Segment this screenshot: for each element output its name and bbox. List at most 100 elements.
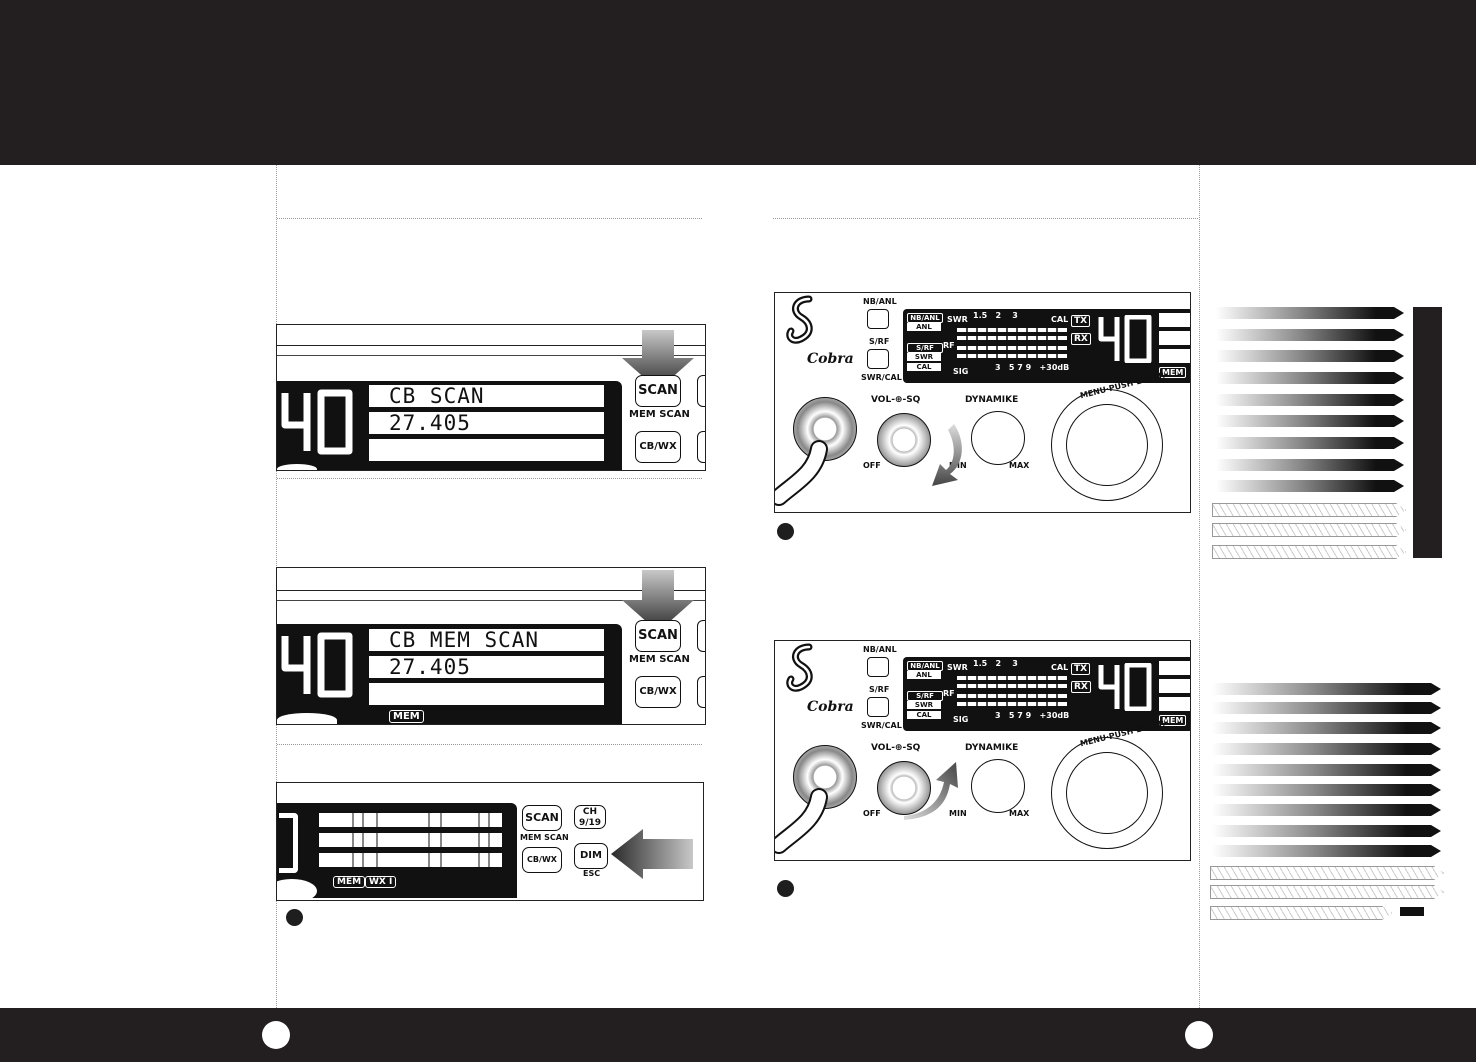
rule-1 xyxy=(277,218,702,219)
header-band xyxy=(0,0,1476,165)
gradient-index-bar xyxy=(1216,394,1404,406)
press-arrow-left-icon xyxy=(611,829,693,879)
lcd-line-2: 27.405 xyxy=(389,411,471,435)
max-label: MAX xyxy=(1009,461,1030,470)
mem-badge: MEM xyxy=(389,710,424,723)
gradient-index-bar xyxy=(1212,722,1441,734)
swrcal-label: SWR/CAL xyxy=(861,373,902,382)
channel-digits xyxy=(281,389,353,455)
column-divider-right xyxy=(1199,165,1200,1008)
srf-button[interactable] xyxy=(867,697,889,717)
step-bullet xyxy=(286,909,303,926)
mem-scan-figure: CB MEM SCAN 27.405 MEM SCAN MEM SCAN CB/… xyxy=(276,567,706,725)
min-label: MIN xyxy=(949,809,967,818)
gradient-index-bar xyxy=(1216,415,1404,427)
gradient-index-bar xyxy=(1216,350,1404,362)
volume-knob[interactable] xyxy=(877,413,931,467)
lcd-line-2: 27.405 xyxy=(389,655,471,679)
gradient-index-bar xyxy=(1216,459,1404,471)
cobra-logo-icon xyxy=(786,295,813,344)
scan-button[interactable]: SCAN xyxy=(635,620,681,652)
channel-selector-knob[interactable] xyxy=(1051,389,1163,501)
gradient-index-bar xyxy=(1216,437,1404,449)
footer-band xyxy=(0,1008,1476,1062)
page-number-left-dot xyxy=(262,1021,290,1049)
gradient-index-bar xyxy=(1212,784,1441,796)
nbanl-label: NB/ANL xyxy=(863,645,897,654)
brand-label: Cobra xyxy=(807,351,854,367)
volsq-label: VOL-⊕-SQ xyxy=(871,743,921,753)
rotate-arrow-down-icon xyxy=(932,424,962,486)
meter-display: NB/ANL ANL S/RF SWR CAL SWR 1.5 2 3 CAL … xyxy=(903,657,1190,731)
gradient-index-bar xyxy=(1216,372,1404,384)
radio-figure-2: Cobra NB/ANL S/RF SWR/CAL NB/ANL ANL S/R… xyxy=(774,640,1191,861)
section-tab xyxy=(1413,307,1442,558)
esc-label: ESC xyxy=(583,869,601,878)
channel-digits xyxy=(1098,315,1152,363)
off-label: OFF xyxy=(863,461,881,470)
cbwx-button[interactable]: CB/WX xyxy=(635,431,681,463)
gradient-index-bar xyxy=(1212,825,1441,837)
max-label: MAX xyxy=(1009,809,1030,818)
rule-3 xyxy=(277,744,702,745)
press-arrow-icon xyxy=(622,570,694,632)
nbanl-button[interactable] xyxy=(867,657,889,677)
min-label: MIN xyxy=(949,461,967,470)
gradient-index-bar xyxy=(1216,480,1404,492)
scan-button[interactable]: SCAN xyxy=(522,805,562,831)
rule-2 xyxy=(277,478,702,479)
dotted-index-bar xyxy=(1212,523,1406,537)
channel-digits xyxy=(281,632,353,698)
nbanl-button[interactable] xyxy=(867,309,889,329)
mem-scan-label: MEM SCAN xyxy=(520,833,569,842)
dotted-index-bar xyxy=(1210,866,1444,880)
gradient-index-bar xyxy=(1212,702,1441,714)
radio-figure-1: Cobra NB/ANL S/RF SWR/CAL NB/ANL ANL S/R… xyxy=(774,292,1191,513)
wx-badge: WX I xyxy=(365,876,397,888)
dim-button[interactable]: DIM xyxy=(574,843,608,869)
off-label: OFF xyxy=(863,809,881,818)
srf-label: S/RF xyxy=(869,685,890,694)
cbwx-button[interactable]: CB/WX xyxy=(635,676,681,708)
dim-figure: MEM WX I SCAN MEM SCAN CB/WX CH 9/19 DIM… xyxy=(276,782,704,901)
cobra-logo-icon xyxy=(786,643,813,692)
mem-badge: MEM xyxy=(333,876,366,888)
channel-digits xyxy=(1098,663,1152,711)
cbwx-button[interactable]: CB/WX xyxy=(522,847,562,873)
gradient-index-bar xyxy=(1212,845,1441,857)
volsq-label: VOL-⊕-SQ xyxy=(871,395,921,405)
rule-4 xyxy=(773,218,1198,219)
mem-scan-label: MEM SCAN xyxy=(629,409,690,420)
lcd-line-1: CB SCAN xyxy=(389,384,485,408)
srf-label: S/RF xyxy=(869,337,890,346)
dotted-index-bar xyxy=(1210,885,1444,899)
dotted-index-bar xyxy=(1212,545,1406,559)
channel-selector-knob[interactable] xyxy=(1051,737,1163,849)
dotted-index-bar xyxy=(1210,906,1392,920)
gradient-index-bar xyxy=(1212,743,1441,755)
scan-figure: CB SCAN 27.405 SCAN MEM SCAN CB/WX xyxy=(276,324,706,471)
rotate-arrow-up-icon xyxy=(904,762,958,820)
gradient-index-bar xyxy=(1212,683,1441,695)
volume-knob[interactable] xyxy=(877,761,931,815)
press-arrow-icon xyxy=(622,330,694,390)
page-number-right-dot xyxy=(1185,1021,1213,1049)
step-bullet xyxy=(777,523,794,540)
dynamike-label: DYNAMIKE xyxy=(965,743,1019,753)
small-tab-marker xyxy=(1400,907,1424,916)
gradient-index-bar xyxy=(1212,764,1441,776)
step-bullet xyxy=(777,880,794,897)
gradient-index-bar xyxy=(1212,804,1441,816)
srf-button[interactable] xyxy=(867,349,889,369)
gradient-index-bar xyxy=(1216,307,1404,319)
ch919-button[interactable]: CH 9/19 xyxy=(574,805,606,829)
brand-label: Cobra xyxy=(807,699,854,715)
dotted-index-bar xyxy=(1212,503,1406,517)
scan-button[interactable]: SCAN xyxy=(635,375,681,407)
nbanl-label: NB/ANL xyxy=(863,297,897,306)
dynamike-knob[interactable] xyxy=(971,411,1025,465)
dynamike-label: DYNAMIKE xyxy=(965,395,1019,405)
gradient-index-bar xyxy=(1216,329,1404,341)
swrcal-label: SWR/CAL xyxy=(861,721,902,730)
dynamike-knob[interactable] xyxy=(971,759,1025,813)
